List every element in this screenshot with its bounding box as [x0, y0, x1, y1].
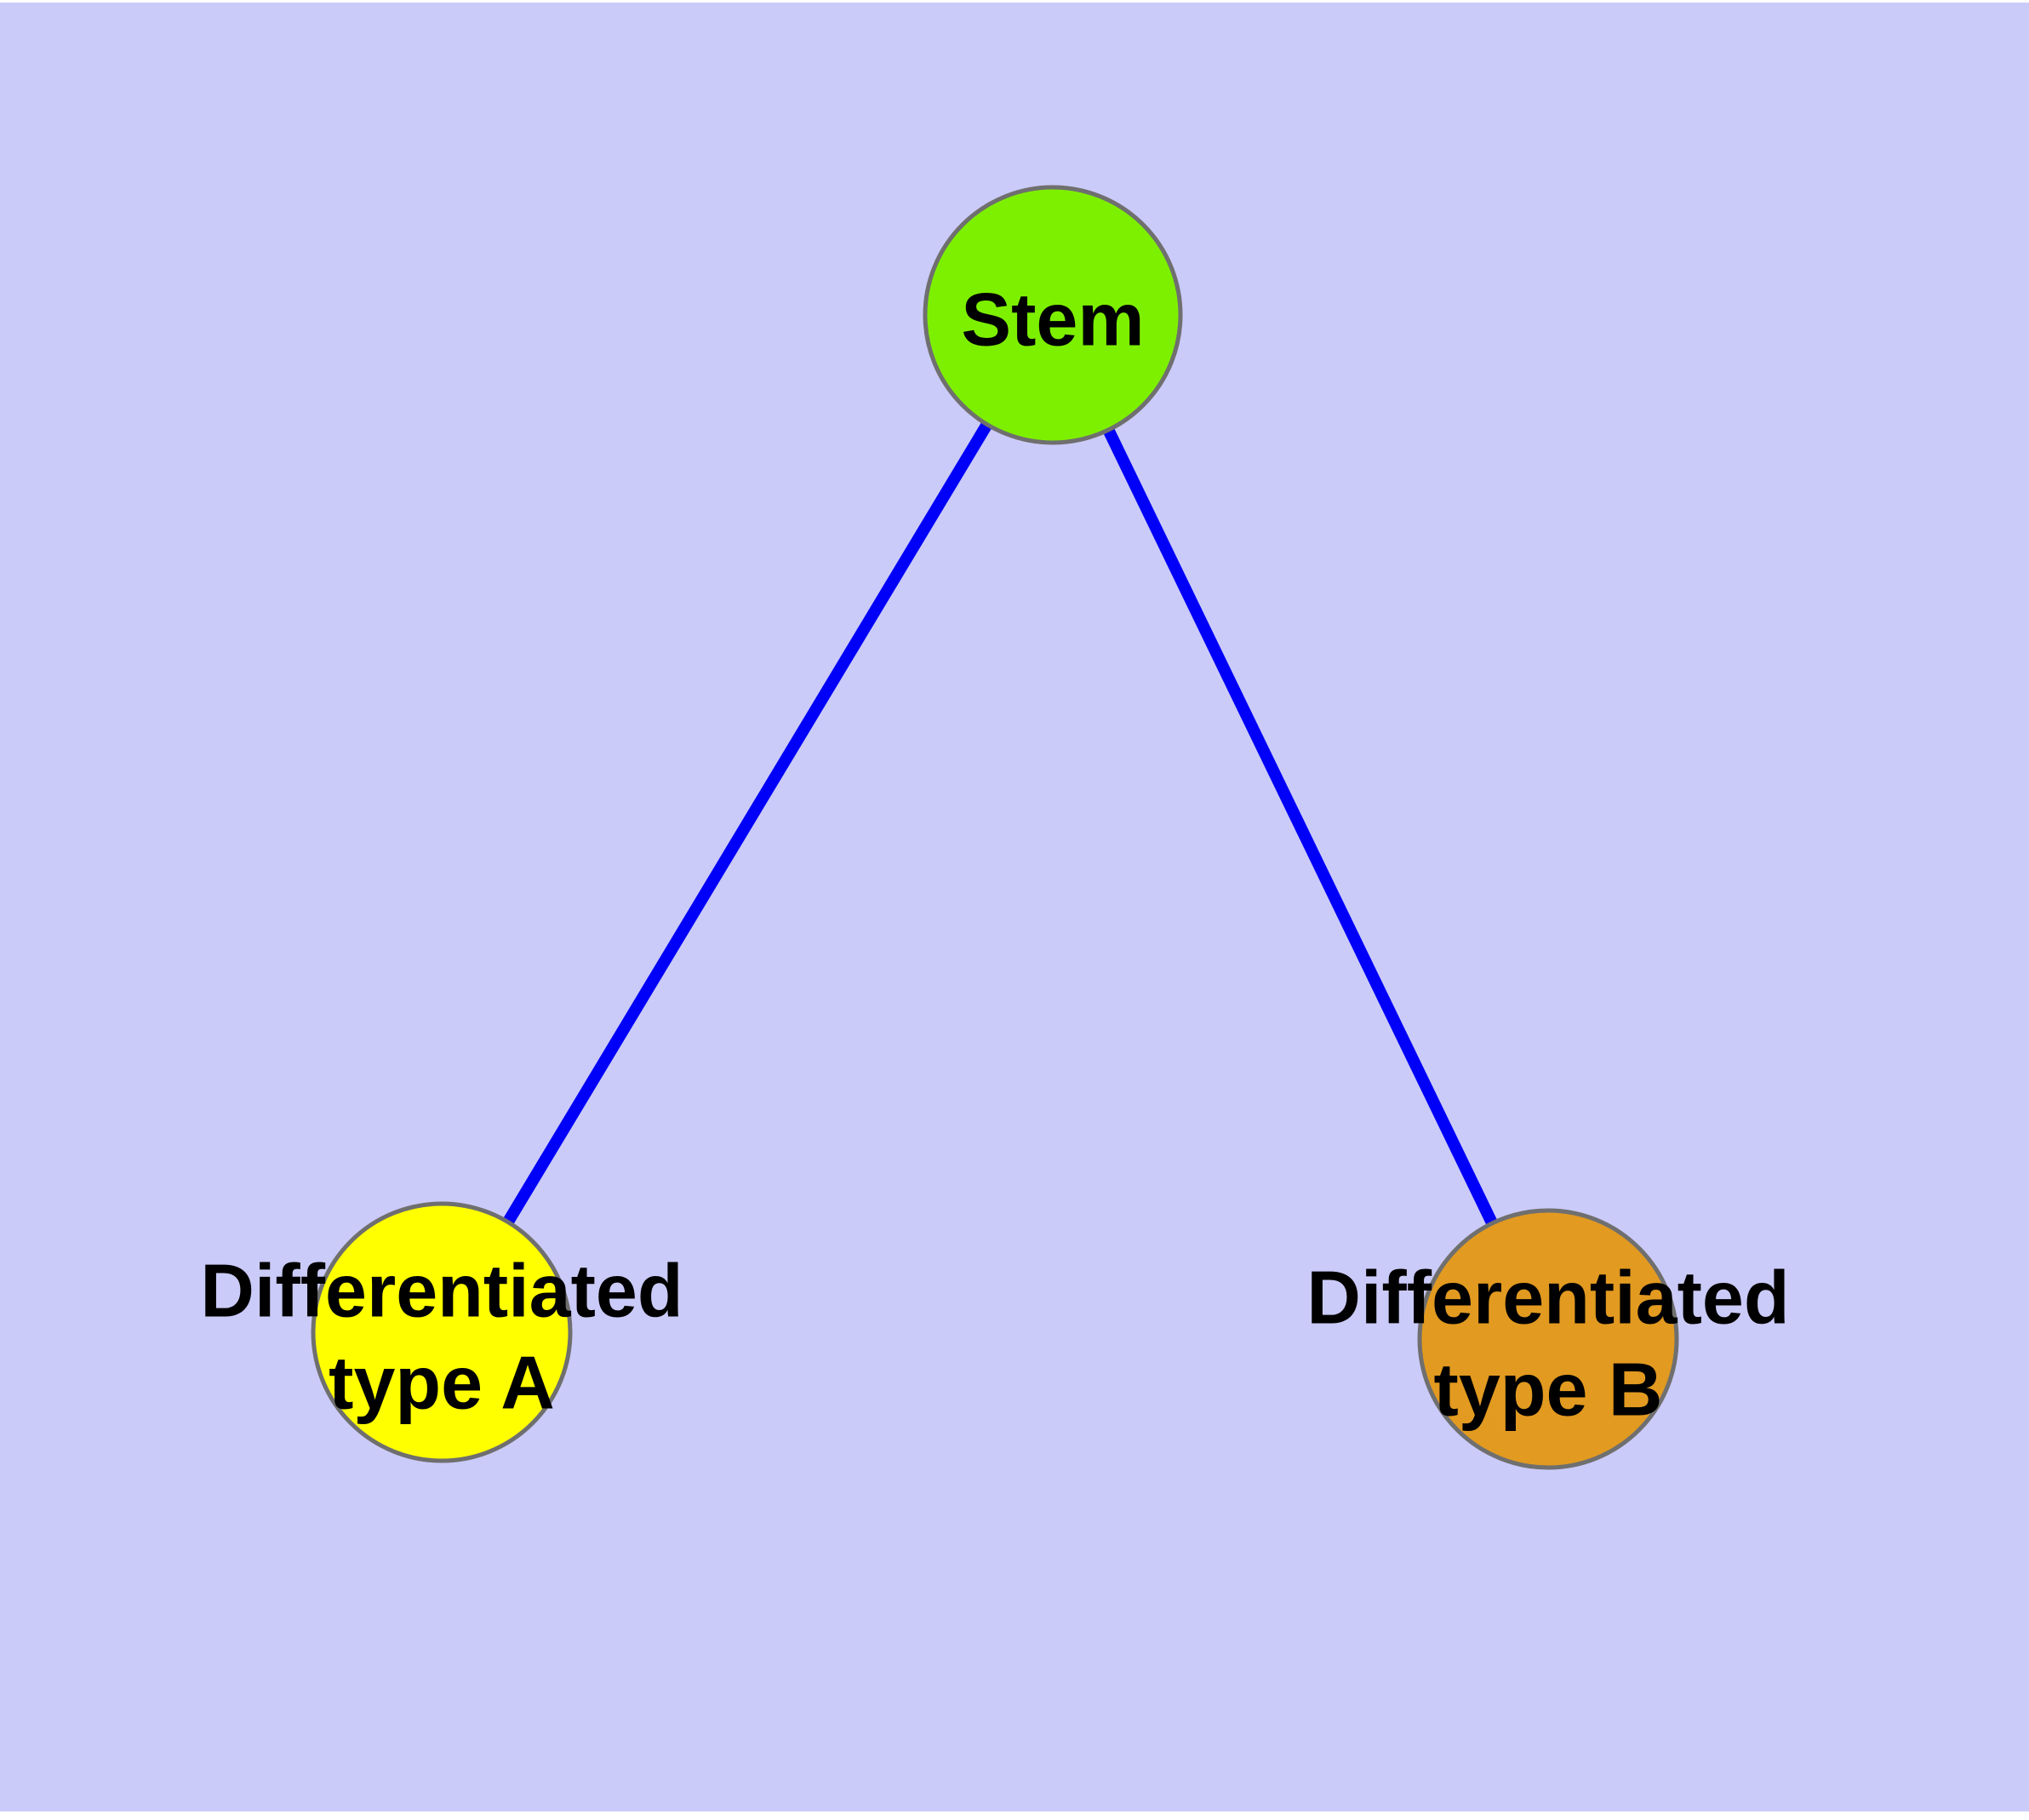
node-label-typeA-line2: type A — [329, 1341, 555, 1425]
node-circle-typeB — [1417, 1208, 1679, 1470]
node-label-stem-line1: Stem — [961, 278, 1144, 362]
node-label-typeA-line1: Differentiated — [200, 1249, 683, 1333]
edge-stem-typeA — [436, 312, 1059, 1336]
edge-stem-typeB — [1047, 312, 1554, 1342]
node-label-typeB-line1: Differentiated — [1306, 1256, 1789, 1340]
node-stem: Stem — [923, 185, 1183, 445]
node-circle-stem — [923, 185, 1183, 445]
node-circle-typeA — [311, 1201, 573, 1463]
node-label-typeB-line2: type B — [1434, 1348, 1663, 1432]
